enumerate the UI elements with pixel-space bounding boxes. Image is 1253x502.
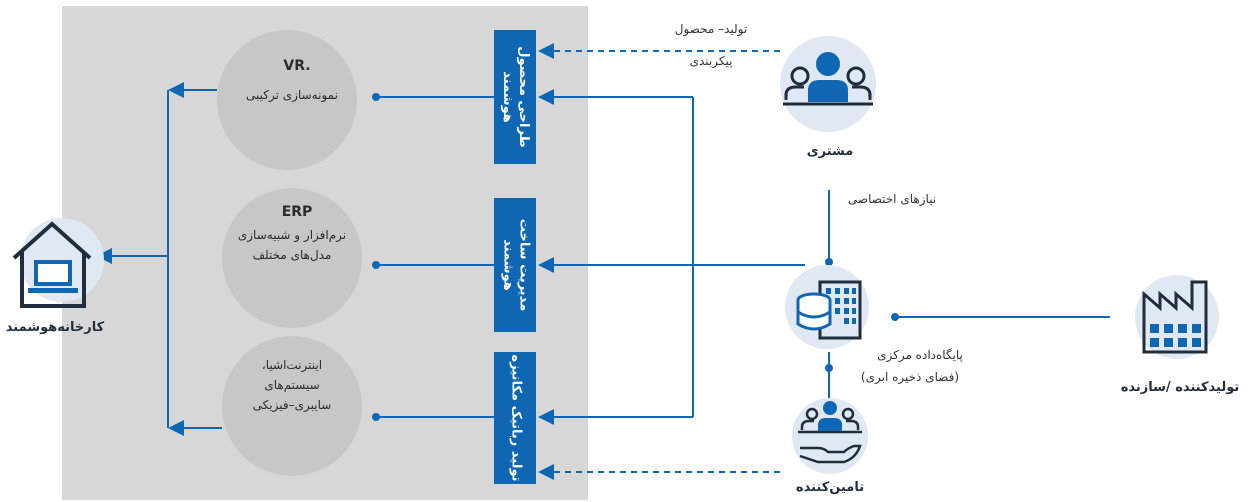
central-db-label: پایگاه‌داده مرکزی <box>877 348 963 362</box>
circle1-heading: VR. <box>283 58 311 74</box>
circle2-line2: مدل‌های مختلف <box>252 248 332 262</box>
factory-icon <box>1135 275 1219 359</box>
circle-erp <box>222 188 362 328</box>
top-label-configuration: پیکربندی <box>689 54 733 68</box>
circle1-text: نمونه‌سازی ترکیبی <box>246 88 338 102</box>
top-label-product: تولید– محصول <box>674 22 748 36</box>
smart-production-management-box: مدیریت ساخت هوشمند <box>494 198 536 332</box>
mechanized-robotic-production-box: تولید رباتیک مکانیزه <box>494 352 536 484</box>
circle3-line3: سایبری–فیزیکی <box>252 398 332 412</box>
central-db-sublabel: (فضای ذخیره ابری) <box>860 370 960 384</box>
smart-factory-house-icon <box>12 218 104 308</box>
smart-product-design-box: طراحی محصول هوشمند <box>494 30 536 164</box>
smart-factory-label: کارخانه‌هوشمند <box>5 320 105 335</box>
circle-vr <box>217 30 357 170</box>
customer-group-icon <box>780 36 876 132</box>
circle-iot <box>222 336 362 476</box>
circle3-line1: اینترنت‌اشیا، <box>261 358 323 372</box>
circle2-line1: نرم‌افزار و شبیه‌سازی <box>237 228 347 242</box>
supplier-label: تامین‌کننده <box>795 480 865 495</box>
supplier-hand-icon <box>792 398 868 474</box>
manufacturer-label: تولیدکننده /سازنده <box>1120 380 1240 395</box>
customer-label: مشتری <box>806 144 854 159</box>
circle3-line2: سیستم‌های <box>264 378 320 392</box>
circle2-heading: ERP <box>281 204 313 220</box>
needs-label: نیازهای اختصاصی <box>847 192 937 206</box>
database-building-icon <box>785 265 869 349</box>
